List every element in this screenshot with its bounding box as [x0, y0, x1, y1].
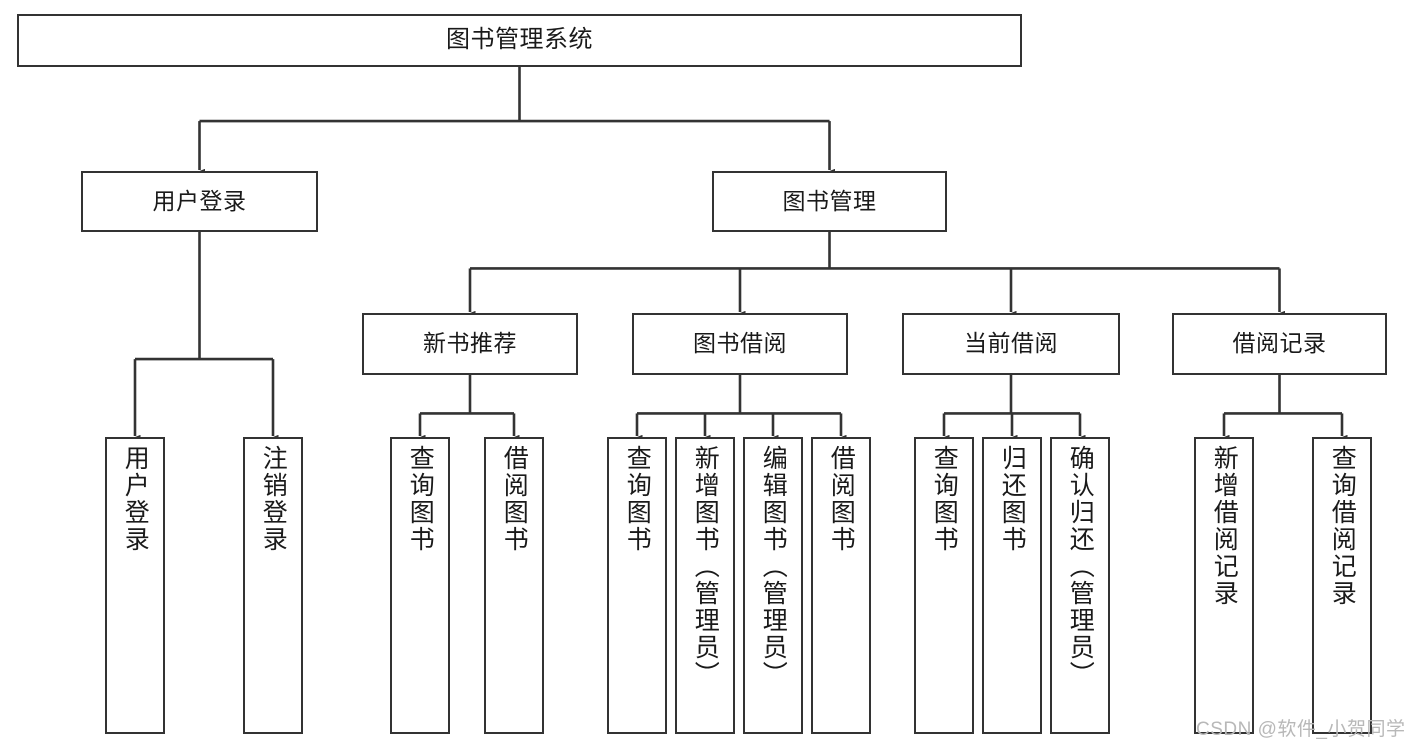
node-label: 注销登录 [259, 445, 288, 553]
node-leaf-query-book-cb[interactable]: 查询图书 [914, 437, 974, 734]
node-leaf-user-login[interactable]: 用户登录 [105, 437, 165, 734]
node-user-login[interactable]: 用户登录 [81, 171, 318, 232]
node-label: 新增图书（管理员） [691, 445, 720, 688]
node-label: 借阅记录 [1232, 330, 1327, 357]
node-leaf-borrow-book-bb[interactable]: 借阅图书 [811, 437, 871, 734]
node-label: 查询图书 [406, 445, 435, 553]
node-root[interactable]: 图书管理系统 [17, 14, 1022, 67]
csdn-watermark: CSDN @软件_小贺同学 [1196, 719, 1405, 740]
node-label: 用户登录 [121, 445, 150, 553]
node-leaf-return-book[interactable]: 归还图书 [982, 437, 1042, 734]
node-label: 新书推荐 [423, 330, 517, 357]
node-label: 借阅图书 [827, 445, 856, 553]
node-leaf-logout[interactable]: 注销登录 [243, 437, 303, 734]
node-book-borrow[interactable]: 图书借阅 [632, 313, 848, 375]
node-current-borrow[interactable]: 当前借阅 [902, 313, 1120, 375]
node-label: 编辑图书（管理员） [759, 445, 788, 688]
node-new-book-rec[interactable]: 新书推荐 [362, 313, 578, 375]
node-leaf-query-book-bb[interactable]: 查询图书 [607, 437, 667, 734]
node-label: 确认归还（管理员） [1066, 445, 1095, 688]
node-label: 归还图书 [998, 445, 1027, 553]
node-label: 借阅图书 [500, 445, 529, 553]
node-label: 图书借阅 [693, 330, 787, 357]
node-leaf-add-book[interactable]: 新增图书（管理员） [675, 437, 735, 734]
node-label: 当前借阅 [964, 330, 1058, 357]
node-label: 用户登录 [152, 187, 247, 214]
node-leaf-edit-book[interactable]: 编辑图书（管理员） [743, 437, 803, 734]
node-leaf-add-record[interactable]: 新增借阅记录 [1194, 437, 1254, 734]
node-label: 图书管理 [782, 187, 877, 214]
node-borrow-record[interactable]: 借阅记录 [1172, 313, 1387, 375]
node-label: 图书管理系统 [446, 26, 593, 54]
node-leaf-query-book-rec[interactable]: 查询图书 [390, 437, 450, 734]
node-label: 查询图书 [930, 445, 959, 553]
node-leaf-borrow-book-rec[interactable]: 借阅图书 [484, 437, 544, 734]
node-label: 查询借阅记录 [1328, 445, 1357, 607]
node-label: 新增借阅记录 [1210, 445, 1239, 607]
node-leaf-query-record[interactable]: 查询借阅记录 [1312, 437, 1372, 734]
node-label: 查询图书 [623, 445, 652, 553]
node-book-manage[interactable]: 图书管理 [712, 171, 947, 232]
node-leaf-confirm-return[interactable]: 确认归还（管理员） [1050, 437, 1110, 734]
